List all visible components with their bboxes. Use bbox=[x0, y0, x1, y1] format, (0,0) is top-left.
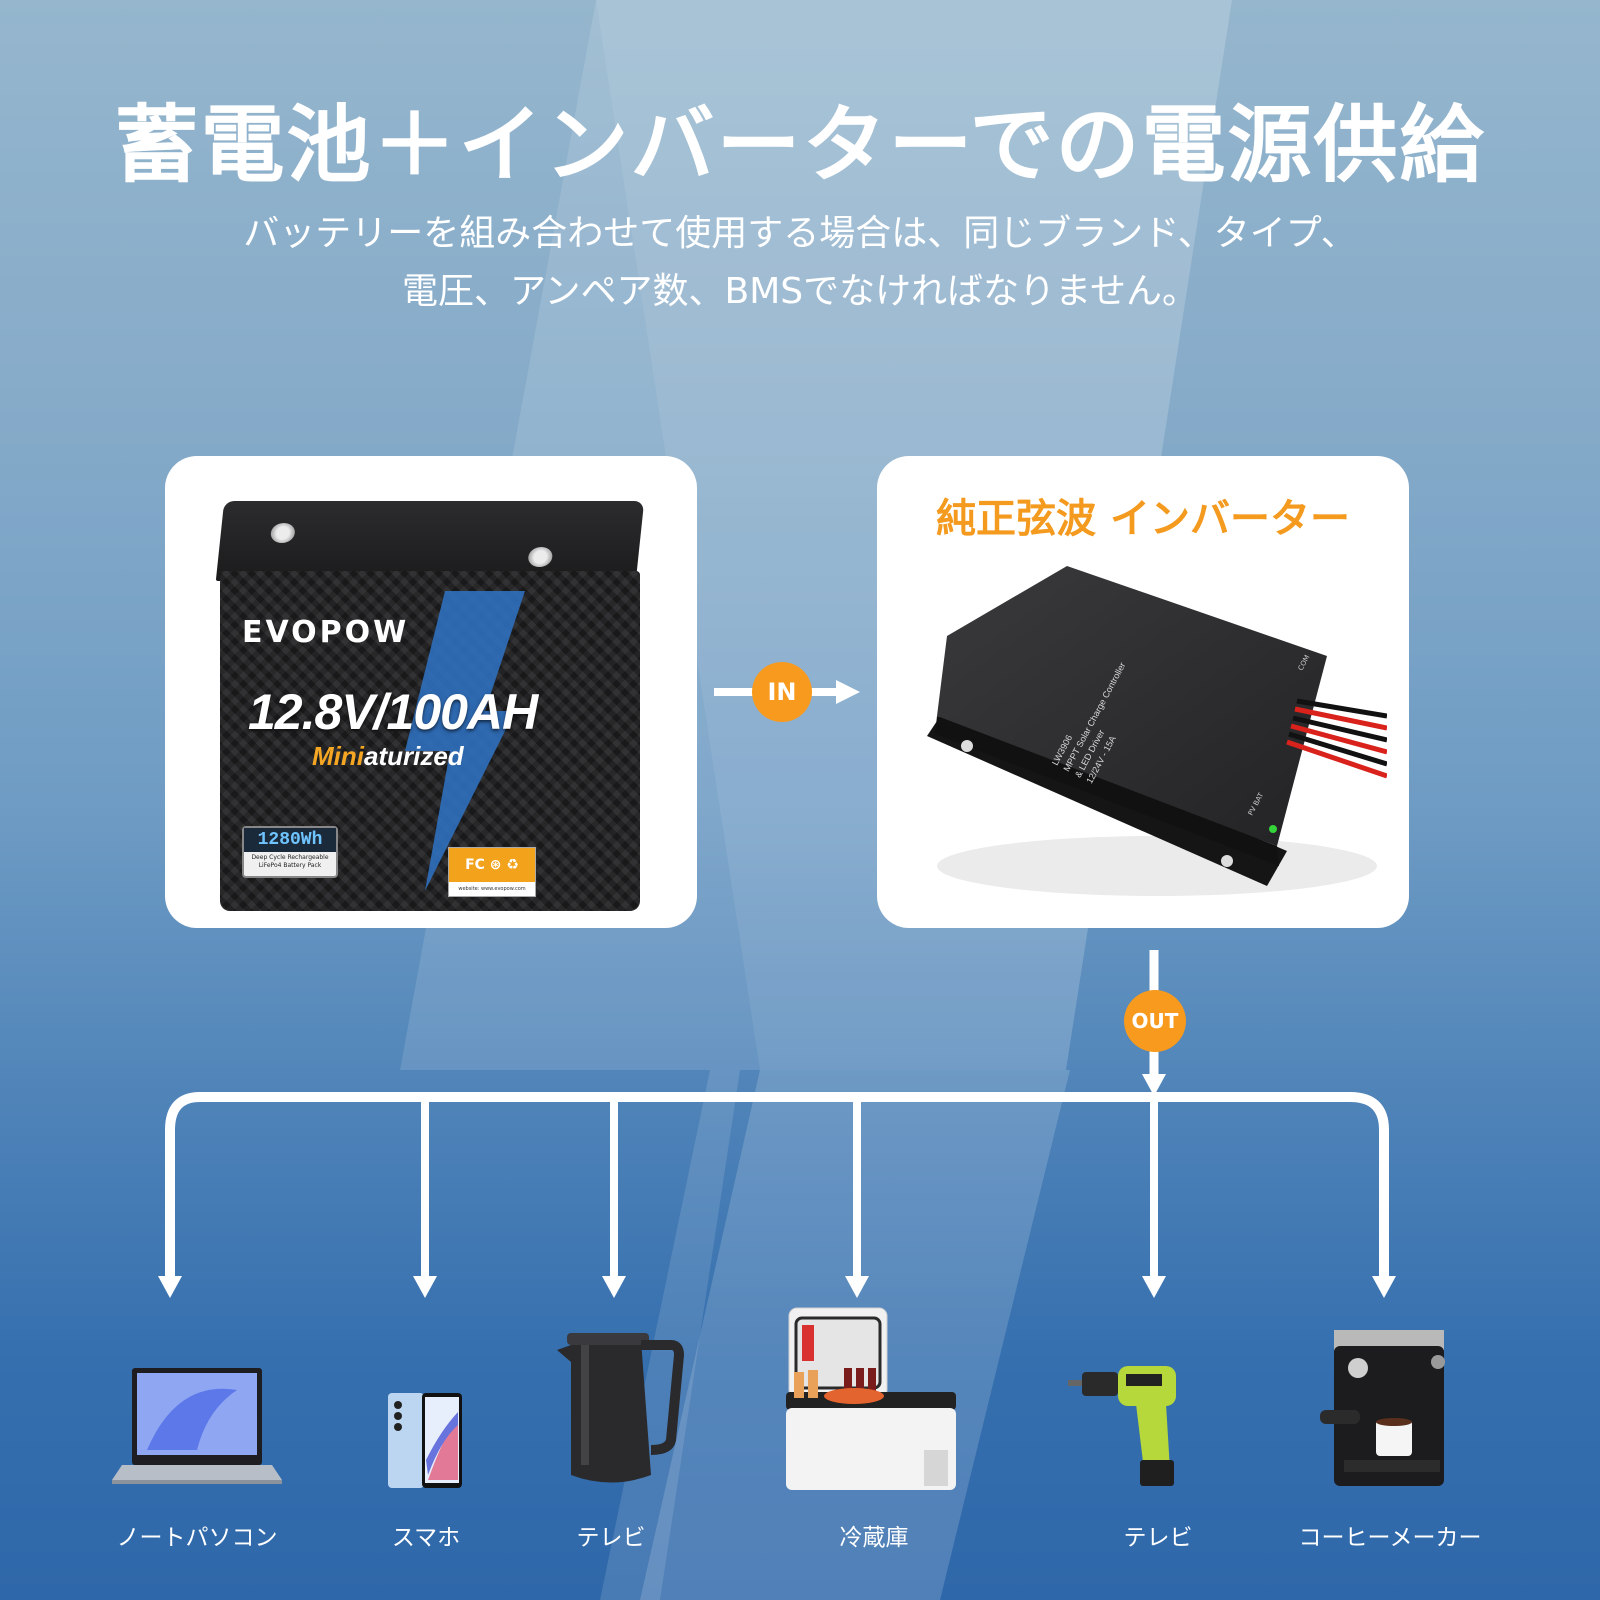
arrow-head-icon bbox=[845, 1276, 869, 1298]
certification-label: FC ⊛ ♻ website: www.evopow.com bbox=[448, 847, 536, 897]
device-label: 冷蔵庫 bbox=[839, 1525, 909, 1551]
smartphone-icon bbox=[316, 1300, 536, 1490]
inverter-title: 純正弦波 インバーター bbox=[936, 496, 1350, 542]
lightning-bolt-icon bbox=[405, 591, 525, 891]
capacity-label: 1280Wh Deep Cycle Rechargeable LiFePo4 B… bbox=[242, 826, 338, 878]
arrow-head-icon bbox=[413, 1276, 437, 1298]
battery-card: EVOPOW 12.8V/100AH Miniaturized 1280Wh D… bbox=[165, 456, 697, 928]
page-title: 蓄電池＋インバーターでの電源供給 bbox=[114, 96, 1486, 194]
device-coffee-maker: コーヒーメーカー bbox=[1280, 1300, 1500, 1551]
arrow-head-icon bbox=[1372, 1276, 1396, 1298]
out-badge: OUT bbox=[1124, 990, 1186, 1052]
device-label: スマホ bbox=[391, 1525, 461, 1551]
subtitle-line-2: 電圧、アンペア数、BMSでなければなりません。 bbox=[401, 271, 1199, 312]
battery-spec: 12.8V/100AH bbox=[248, 684, 538, 740]
cert-marks: FC ⊛ ♻ bbox=[449, 848, 535, 882]
status-led-icon bbox=[1269, 825, 1277, 833]
device-label: ノートパソコン bbox=[116, 1525, 278, 1551]
website-text: website: www.evopow.com bbox=[458, 886, 526, 892]
tagline-rest: aturized bbox=[364, 741, 464, 771]
subtitle: バッテリーを組み合わせて使用する場合は、同じブランド、タイプ、 電圧、アンペア数… bbox=[0, 205, 1600, 321]
battery-tagline: Miniaturized bbox=[312, 741, 464, 772]
capacity-value: 1280Wh bbox=[244, 828, 336, 852]
negative-terminal-icon bbox=[527, 547, 554, 567]
drill-icon bbox=[1048, 1300, 1268, 1490]
positive-terminal-icon bbox=[269, 523, 296, 543]
inverter-card: 純正弦波 インバーター LW3906 MPPT Solar Charge Con… bbox=[877, 456, 1409, 928]
cable-bundle bbox=[1286, 698, 1387, 779]
cooler-fridge-icon bbox=[764, 1300, 984, 1490]
battery-brand: EVOPOW bbox=[242, 615, 410, 650]
arrow-head-icon bbox=[158, 1276, 182, 1298]
device-kettle: テレビ bbox=[501, 1300, 721, 1551]
device-cooler: 冷蔵庫 bbox=[764, 1300, 984, 1551]
branch-arrowheads bbox=[158, 1276, 1396, 1298]
arrow-head-icon bbox=[1142, 1276, 1166, 1298]
inverter-image: LW3906 MPPT Solar Charge Controller & LE… bbox=[927, 566, 1387, 896]
capacity-description: Deep Cycle Rechargeable LiFePo4 Battery … bbox=[251, 854, 329, 869]
device-label: コーヒーメーカー bbox=[1298, 1525, 1482, 1551]
in-arrow-head-icon bbox=[836, 680, 860, 704]
battery-lid bbox=[215, 501, 645, 581]
laptop-icon bbox=[87, 1300, 307, 1490]
coffee-maker-icon bbox=[1280, 1300, 1500, 1490]
battery-body: EVOPOW 12.8V/100AH Miniaturized 1280Wh D… bbox=[220, 571, 640, 911]
tagline-highlight: Mini bbox=[312, 741, 364, 771]
device-label: テレビ bbox=[576, 1525, 646, 1551]
battery-image: EVOPOW 12.8V/100AH Miniaturized 1280Wh D… bbox=[215, 501, 645, 911]
kettle-icon bbox=[501, 1300, 721, 1490]
arrow-head-icon bbox=[602, 1276, 626, 1298]
in-badge: IN bbox=[752, 662, 812, 722]
out-arrow-head-icon bbox=[1142, 1074, 1166, 1096]
device-drill: テレビ bbox=[1048, 1300, 1268, 1551]
distribution-bus bbox=[165, 1092, 1389, 1285]
device-laptop: ノートパソコン bbox=[87, 1300, 307, 1551]
device-label: テレビ bbox=[1123, 1525, 1193, 1551]
subtitle-line-1: バッテリーを組み合わせて使用する場合は、同じブランド、タイプ、 bbox=[243, 213, 1357, 254]
device-smartphone: スマホ bbox=[316, 1300, 536, 1551]
branch-lines bbox=[421, 1100, 1158, 1285]
